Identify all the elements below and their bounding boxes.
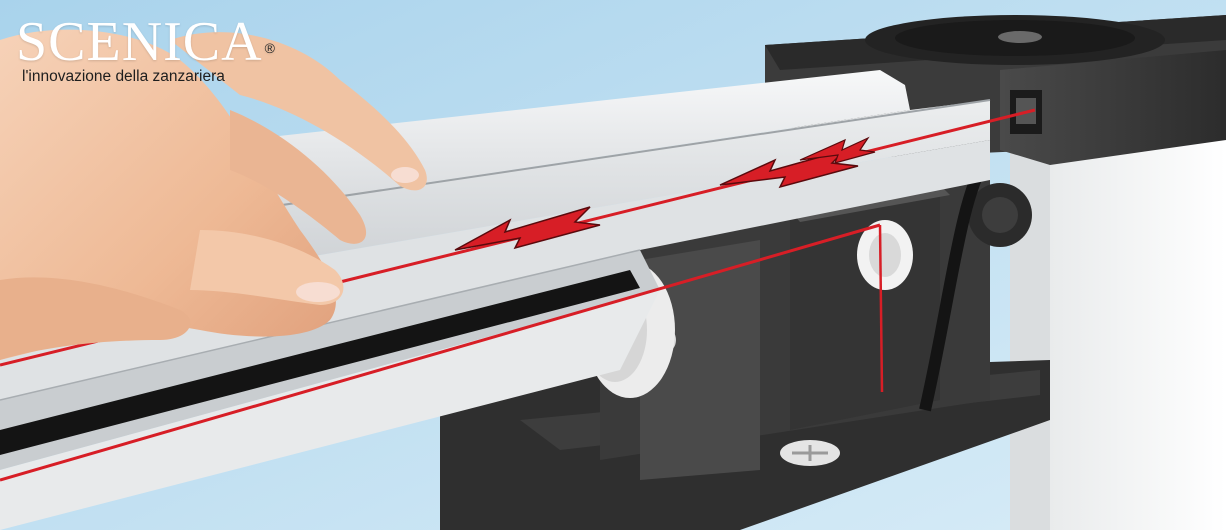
registered-mark: ® (264, 40, 276, 56)
direction-arrows (454, 136, 876, 251)
fingernail (296, 282, 340, 302)
brand-tagline: l'innovazione della zanzariera (22, 68, 225, 85)
arrow-icon (454, 206, 601, 251)
bolt (857, 220, 913, 290)
arrow-icon (799, 136, 876, 164)
adjustment-knob (968, 183, 1032, 247)
hand (0, 29, 427, 360)
frame-upright (1050, 70, 1226, 530)
brand-name: SCENICA® (16, 11, 276, 73)
belt-strip (0, 270, 640, 455)
arrow-icon (719, 148, 859, 189)
top-housing (765, 15, 1226, 165)
fingernail (391, 167, 419, 183)
frame-upright-side (1010, 120, 1050, 530)
brand-logo: SCENICA® l'innovazione della zanzariera (16, 14, 276, 86)
